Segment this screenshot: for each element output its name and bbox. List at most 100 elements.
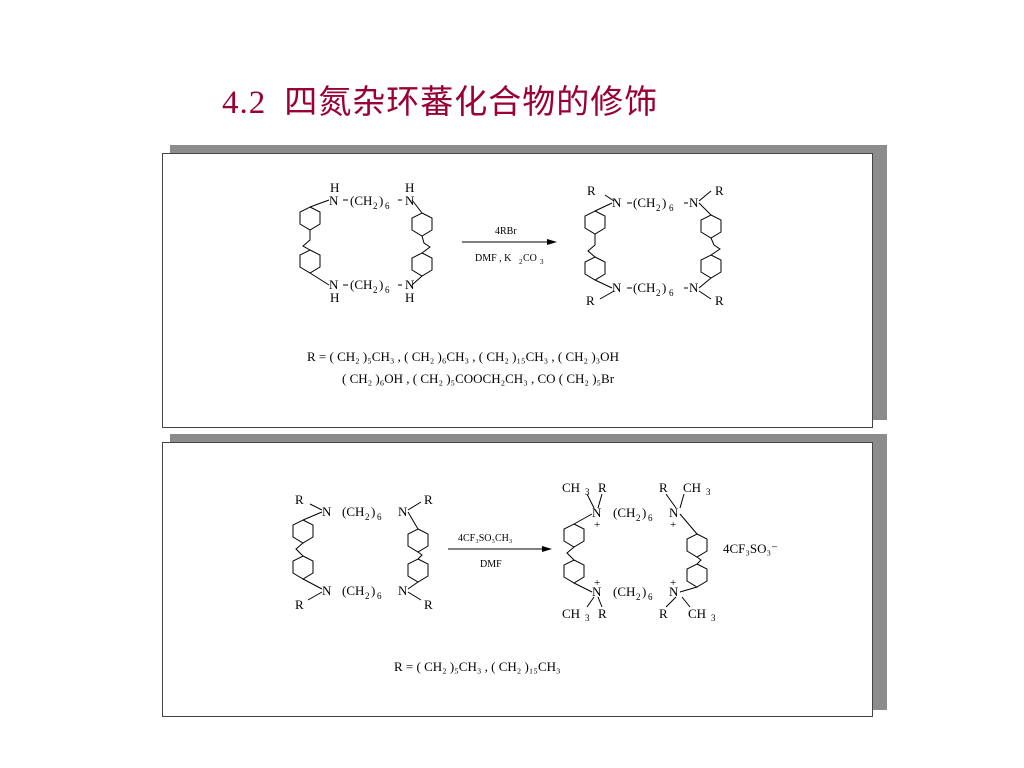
product-n-top-left: N: [612, 195, 622, 210]
product-linker-top: (CH: [633, 195, 655, 210]
p2-product-linker-bottom-sub2: 2: [636, 592, 641, 602]
p2-product-linker-bottom: (CH: [613, 584, 635, 599]
p2-plus-bottom-right: +: [670, 577, 676, 589]
reactant-cyclophane-r: [292, 501, 429, 601]
p2-reactant-r-top-left: R: [295, 492, 304, 507]
alkylation-scheme: H N (CH 2 ) 6 H N N H (CH 2 ) 6 N H 4RBr…: [299, 180, 724, 386]
reactant-linker-top-sub6: 6: [385, 201, 390, 211]
product-linker-top-close: ): [662, 195, 666, 210]
product-r-bottom-left: R: [586, 293, 595, 308]
p2-reactant-r-bottom-right: R: [424, 597, 433, 612]
p2-product-linker-bottom-close: ): [642, 584, 646, 599]
reactant-linker-bottom: (CH: [350, 277, 372, 292]
p2-product-r-top-right: R: [659, 480, 668, 495]
product-r-bottom-right: R: [715, 293, 724, 308]
p2-plus-top-right: +: [670, 519, 676, 531]
reaction-panel-methylation: R N (CH 2 ) 6 N R R N (CH 2 ) 6 N R 4CF₃…: [162, 434, 887, 720]
p2-reactant-linker-top-sub6: 6: [377, 512, 382, 522]
reactant-linker-bottom-sub2: 2: [373, 285, 378, 295]
p2-product-n-bottom-right: N: [669, 584, 679, 599]
reactant-h-bottom-left: H: [330, 290, 339, 305]
product-cyclophane-ammonium: [563, 493, 708, 608]
product-n-bottom-right: N: [689, 280, 699, 295]
reagent-bottom-dmf: DMF , K: [475, 253, 512, 264]
product-linker-top-sub2: 2: [656, 203, 661, 213]
reactant-cyclophane: [299, 199, 433, 286]
p2-reagent-top: 4CF₃SO₃CH₃: [458, 533, 512, 544]
product-n-top-right: N: [689, 195, 699, 210]
p2-product-linker-top-close: ): [642, 505, 646, 520]
product-r-top-right: R: [715, 183, 724, 198]
reactant-h-bottom-right: H: [405, 290, 414, 305]
reactant-n-bottom-right: N: [405, 277, 415, 292]
reaction-panel-alkylation: H N (CH 2 ) 6 H N N H (CH 2 ) 6 N H 4RBr…: [162, 145, 887, 430]
r-groups-line-1: R = ( CH₂ )₅CH₃ , ( CH₂ )₆CH₃ , ( CH₂ )₁…: [307, 349, 619, 364]
p2-product-linker-top-sub6: 6: [648, 513, 653, 523]
p2-reactant-n-top-left: N: [322, 504, 332, 519]
reactant-linker-bottom-sub6: 6: [385, 285, 390, 295]
p2-product-linker-top: (CH: [613, 505, 635, 520]
reagent-bottom-sub3: 3: [540, 258, 544, 266]
p2-product-linker-top-sub2: 2: [636, 513, 641, 523]
p2-product-r-bottom-left: R: [598, 606, 607, 621]
section-number: 4.2: [222, 85, 267, 121]
reactant-linker-top-close: ): [379, 193, 383, 208]
product-linker-bottom: (CH: [633, 280, 655, 295]
reaction-arrow-2-head: [542, 546, 552, 552]
reactant-n-top-right: N: [405, 193, 415, 208]
reagent-top: 4RBr: [495, 226, 517, 237]
r-groups-line-2: ( CH₂ )₆OH , ( CH₂ )₅COOCH₂CH₃ , CO ( CH…: [342, 371, 615, 386]
p2-reactant-n-top-right: N: [398, 504, 408, 519]
page-title: 4.2 四氮杂环蕃化合物的修饰: [222, 80, 658, 125]
p2-reactant-linker-bottom-sub2: 2: [365, 591, 370, 601]
p2-reactant-linker-top-sub2: 2: [365, 512, 370, 522]
p2-plus-bottom-left: +: [594, 577, 600, 589]
reactant-n-top-left: N: [329, 193, 339, 208]
p2-product-r-bottom-right: R: [659, 606, 668, 621]
product-linker-bottom-sub2: 2: [656, 288, 661, 298]
product-cyclophane: [584, 190, 722, 300]
p2-product-n-top-left: N: [592, 505, 602, 520]
p2-product-n-bottom-left: N: [592, 584, 602, 599]
p2-product-n-top-right: N: [669, 505, 679, 520]
p2-reactant-n-bottom-left: N: [322, 583, 332, 598]
product-r-top-left: R: [587, 183, 596, 198]
p2-reactant-linker-bottom-close: ): [371, 583, 375, 598]
reagent-bottom-sub2: 2: [519, 258, 523, 266]
p2-reactant-linker-bottom-sub6: 6: [377, 591, 382, 601]
p2-reactant-n-bottom-right: N: [398, 583, 408, 598]
section-title-text: 四氮杂环蕃化合物的修饰: [284, 82, 659, 121]
p2-ch3-bottom-left: CH: [562, 606, 580, 621]
p2-ch3-top-left: CH: [562, 480, 580, 495]
p2-ch3-bottom-right-sub: 3: [711, 613, 716, 623]
p2-reactant-linker-top-close: ): [371, 504, 375, 519]
reactant-linker-top: (CH: [350, 193, 372, 208]
product-linker-top-sub6: 6: [669, 203, 674, 213]
reactant-linker-bottom-close: ): [379, 277, 383, 292]
reactant-n-bottom-left: N: [329, 277, 339, 292]
p2-ch3-top-right-sub: 3: [706, 487, 711, 497]
p2-reagent-bottom: DMF: [480, 559, 502, 570]
product-linker-bottom-sub6: 6: [669, 288, 674, 298]
reactant-h-top-left: H: [330, 180, 339, 195]
p2-r-groups-line: R = ( CH₂ )₅CH₃ , ( CH₂ )₁₅CH₃: [394, 659, 561, 674]
p2-ch3-bottom-left-sub: 3: [585, 613, 590, 623]
reaction-arrow-head: [547, 239, 557, 245]
reactant-h-top-right: H: [405, 180, 414, 195]
p2-reactant-linker-bottom: (CH: [342, 583, 364, 598]
p2-ch3-top-right: CH: [683, 480, 701, 495]
p2-reactant-linker-top: (CH: [342, 504, 364, 519]
p2-product-linker-bottom-sub6: 6: [648, 592, 653, 602]
product-n-bottom-left: N: [612, 280, 622, 295]
p2-counter-ion: 4CF₃SO₃⁻: [723, 541, 778, 556]
p2-plus-top-left: +: [594, 519, 600, 531]
methylation-scheme: R N (CH 2 ) 6 N R R N (CH 2 ) 6 N R 4CF₃…: [292, 480, 778, 674]
product-linker-bottom-close: ): [662, 280, 666, 295]
p2-ch3-bottom-right: CH: [688, 606, 706, 621]
p2-reactant-r-bottom-left: R: [295, 597, 304, 612]
reactant-linker-top-sub2: 2: [373, 201, 378, 211]
p2-product-r-top-left: R: [598, 480, 607, 495]
reagent-bottom-co: CO: [523, 253, 537, 264]
p2-ch3-top-left-sub: 3: [585, 487, 590, 497]
p2-reactant-r-top-right: R: [424, 492, 433, 507]
